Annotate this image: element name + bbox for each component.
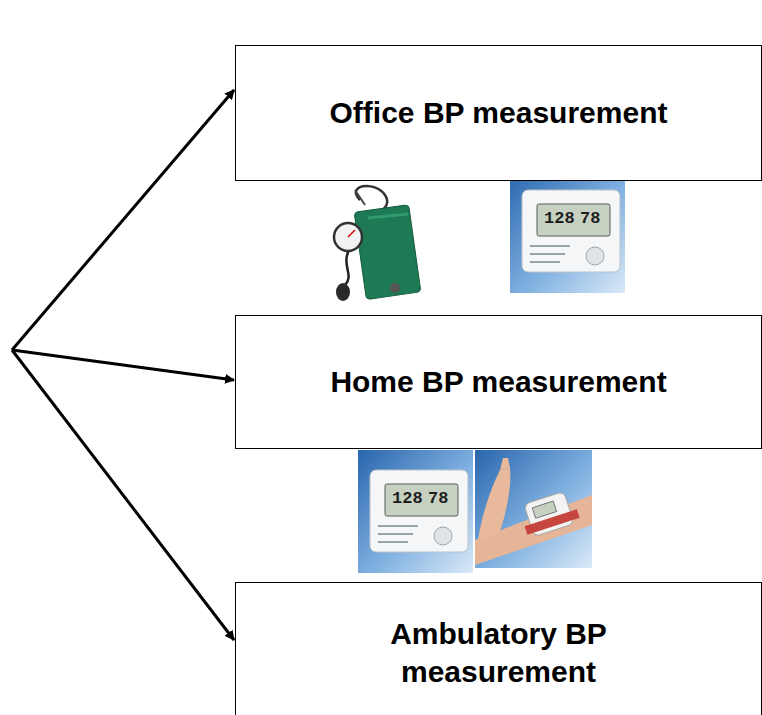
inflation-bulb [336,283,350,301]
pressure-gauge [334,223,362,251]
lcd-reading: 128 [392,490,423,507]
text-group: Ambulatory BP measurement [349,615,649,690]
digital-monitor-photo [358,450,473,573]
arrow-line [12,90,234,350]
box-title: Home BP measurement [330,363,666,401]
measurement-box: Home BP measurement [235,315,762,449]
wrist-strap [525,509,580,535]
wrist-lcd [532,501,556,518]
text-group: Home BP measurement [330,363,666,401]
arrow-line [12,350,234,380]
measurement-box: Office BP measurement [235,45,762,181]
sphygmomanometer-photo [325,183,422,302]
photo-background [325,183,422,302]
arrow-line [12,350,234,640]
lcd-reading: 128 [544,210,575,227]
photo-background [475,450,592,568]
thumb [500,458,510,470]
measurement-box: Ambulatory BP measurement [235,582,762,715]
chest-piece [390,283,400,293]
cuff-seam [368,214,408,218]
cuff [354,205,421,300]
lcd-reading: 78 [428,490,448,507]
gauge-needle [348,230,355,237]
lcd-reading: 78 [580,210,600,227]
stethoscope-earpiece [355,190,365,205]
box-title: Office BP measurement [330,94,668,132]
text-group: Office BP measurement [330,94,668,132]
digital-monitor-photo [510,170,625,293]
hand [478,468,510,540]
rubber-tube [345,248,350,285]
arrow-fan [12,90,234,640]
wrist-monitor-photo [475,450,592,568]
box-title: Ambulatory BP measurement [349,615,649,690]
